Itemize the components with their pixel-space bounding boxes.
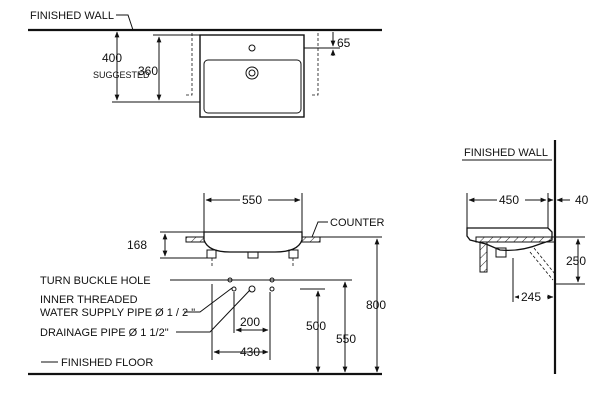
water-pipe-leader <box>184 287 233 313</box>
dim-400: 400 <box>102 51 122 65</box>
basin-bowl-outline <box>203 59 302 114</box>
counter-leader <box>311 221 328 238</box>
tap-hole-icon <box>248 44 256 52</box>
suggested-label: SUGGESTED <box>93 70 150 80</box>
side-counter-slab <box>475 236 556 243</box>
top-view: FINISHED WALL 400 SUGGESTED 360 65 <box>28 10 382 118</box>
dim-250: 250 <box>566 254 586 268</box>
turn-buckle-hole-label: TURN BUCKLE HOLE <box>40 275 151 287</box>
inner-threaded-label-2: WATER SUPPLY PIPE Ø 1 / 2 " <box>40 307 195 319</box>
dim-430: 430 <box>240 345 260 359</box>
left-foot <box>206 249 217 259</box>
dim-200: 200 <box>240 315 260 329</box>
drain-pipe-hole-icon <box>248 285 256 293</box>
right-buckle-hole-icon <box>269 277 275 283</box>
drain-inner-icon <box>248 69 256 77</box>
left-bracket-dashed <box>186 33 193 96</box>
right-foot <box>288 249 299 259</box>
right-bracket-dashed <box>312 33 319 96</box>
side-counter-support <box>479 241 488 273</box>
left-buckle-hole-icon <box>227 277 233 283</box>
dim-550-bg <box>240 193 268 206</box>
dim-360: 360 <box>138 64 158 78</box>
dim-168: 168 <box>127 238 147 252</box>
dim-800: 800 <box>366 298 386 312</box>
water-pipe-hole-right-icon <box>269 286 275 292</box>
dim-65: 65 <box>337 36 351 50</box>
top-wall-leader <box>116 14 134 31</box>
dim-500: 500 <box>306 319 326 333</box>
inner-threaded-label-1: INNER THREADED <box>40 294 138 306</box>
dim-550: 550 <box>242 193 262 207</box>
dim-245-bg <box>519 290 547 303</box>
dim-245: 245 <box>521 290 541 304</box>
drainage-leader <box>176 289 251 333</box>
water-pipe-hole-icon <box>231 286 237 292</box>
dim-40: 40 <box>575 193 589 207</box>
finished-floor-label: FINISHED FLOOR <box>61 357 153 369</box>
basin-top-outline <box>199 34 305 118</box>
dim-550-height: 550 <box>336 332 356 346</box>
drainage-pipe-label: DRAINAGE PIPE Ø 1 1/2" <box>40 327 169 339</box>
side-trap-dash-1 <box>529 251 554 281</box>
basin-front-body <box>203 231 303 253</box>
side-view: FINISHED WALL 450 40 250 245 <box>462 140 589 374</box>
finished-wall-top-label: FINISHED WALL <box>30 10 114 22</box>
side-drain-outlet <box>495 247 507 258</box>
counter-label: COUNTER <box>330 217 384 229</box>
finished-wall-side-label: FINISHED WALL <box>464 147 548 159</box>
dim-450-bg <box>497 193 525 206</box>
dim-450: 450 <box>499 193 519 207</box>
drain-outlet <box>247 251 259 259</box>
drain-outer-icon <box>245 66 259 80</box>
side-trap-dash-2 <box>533 247 556 275</box>
front-view: 550 COUNTER 168 TURN BUCKLE HOLE INNER T… <box>28 193 386 376</box>
